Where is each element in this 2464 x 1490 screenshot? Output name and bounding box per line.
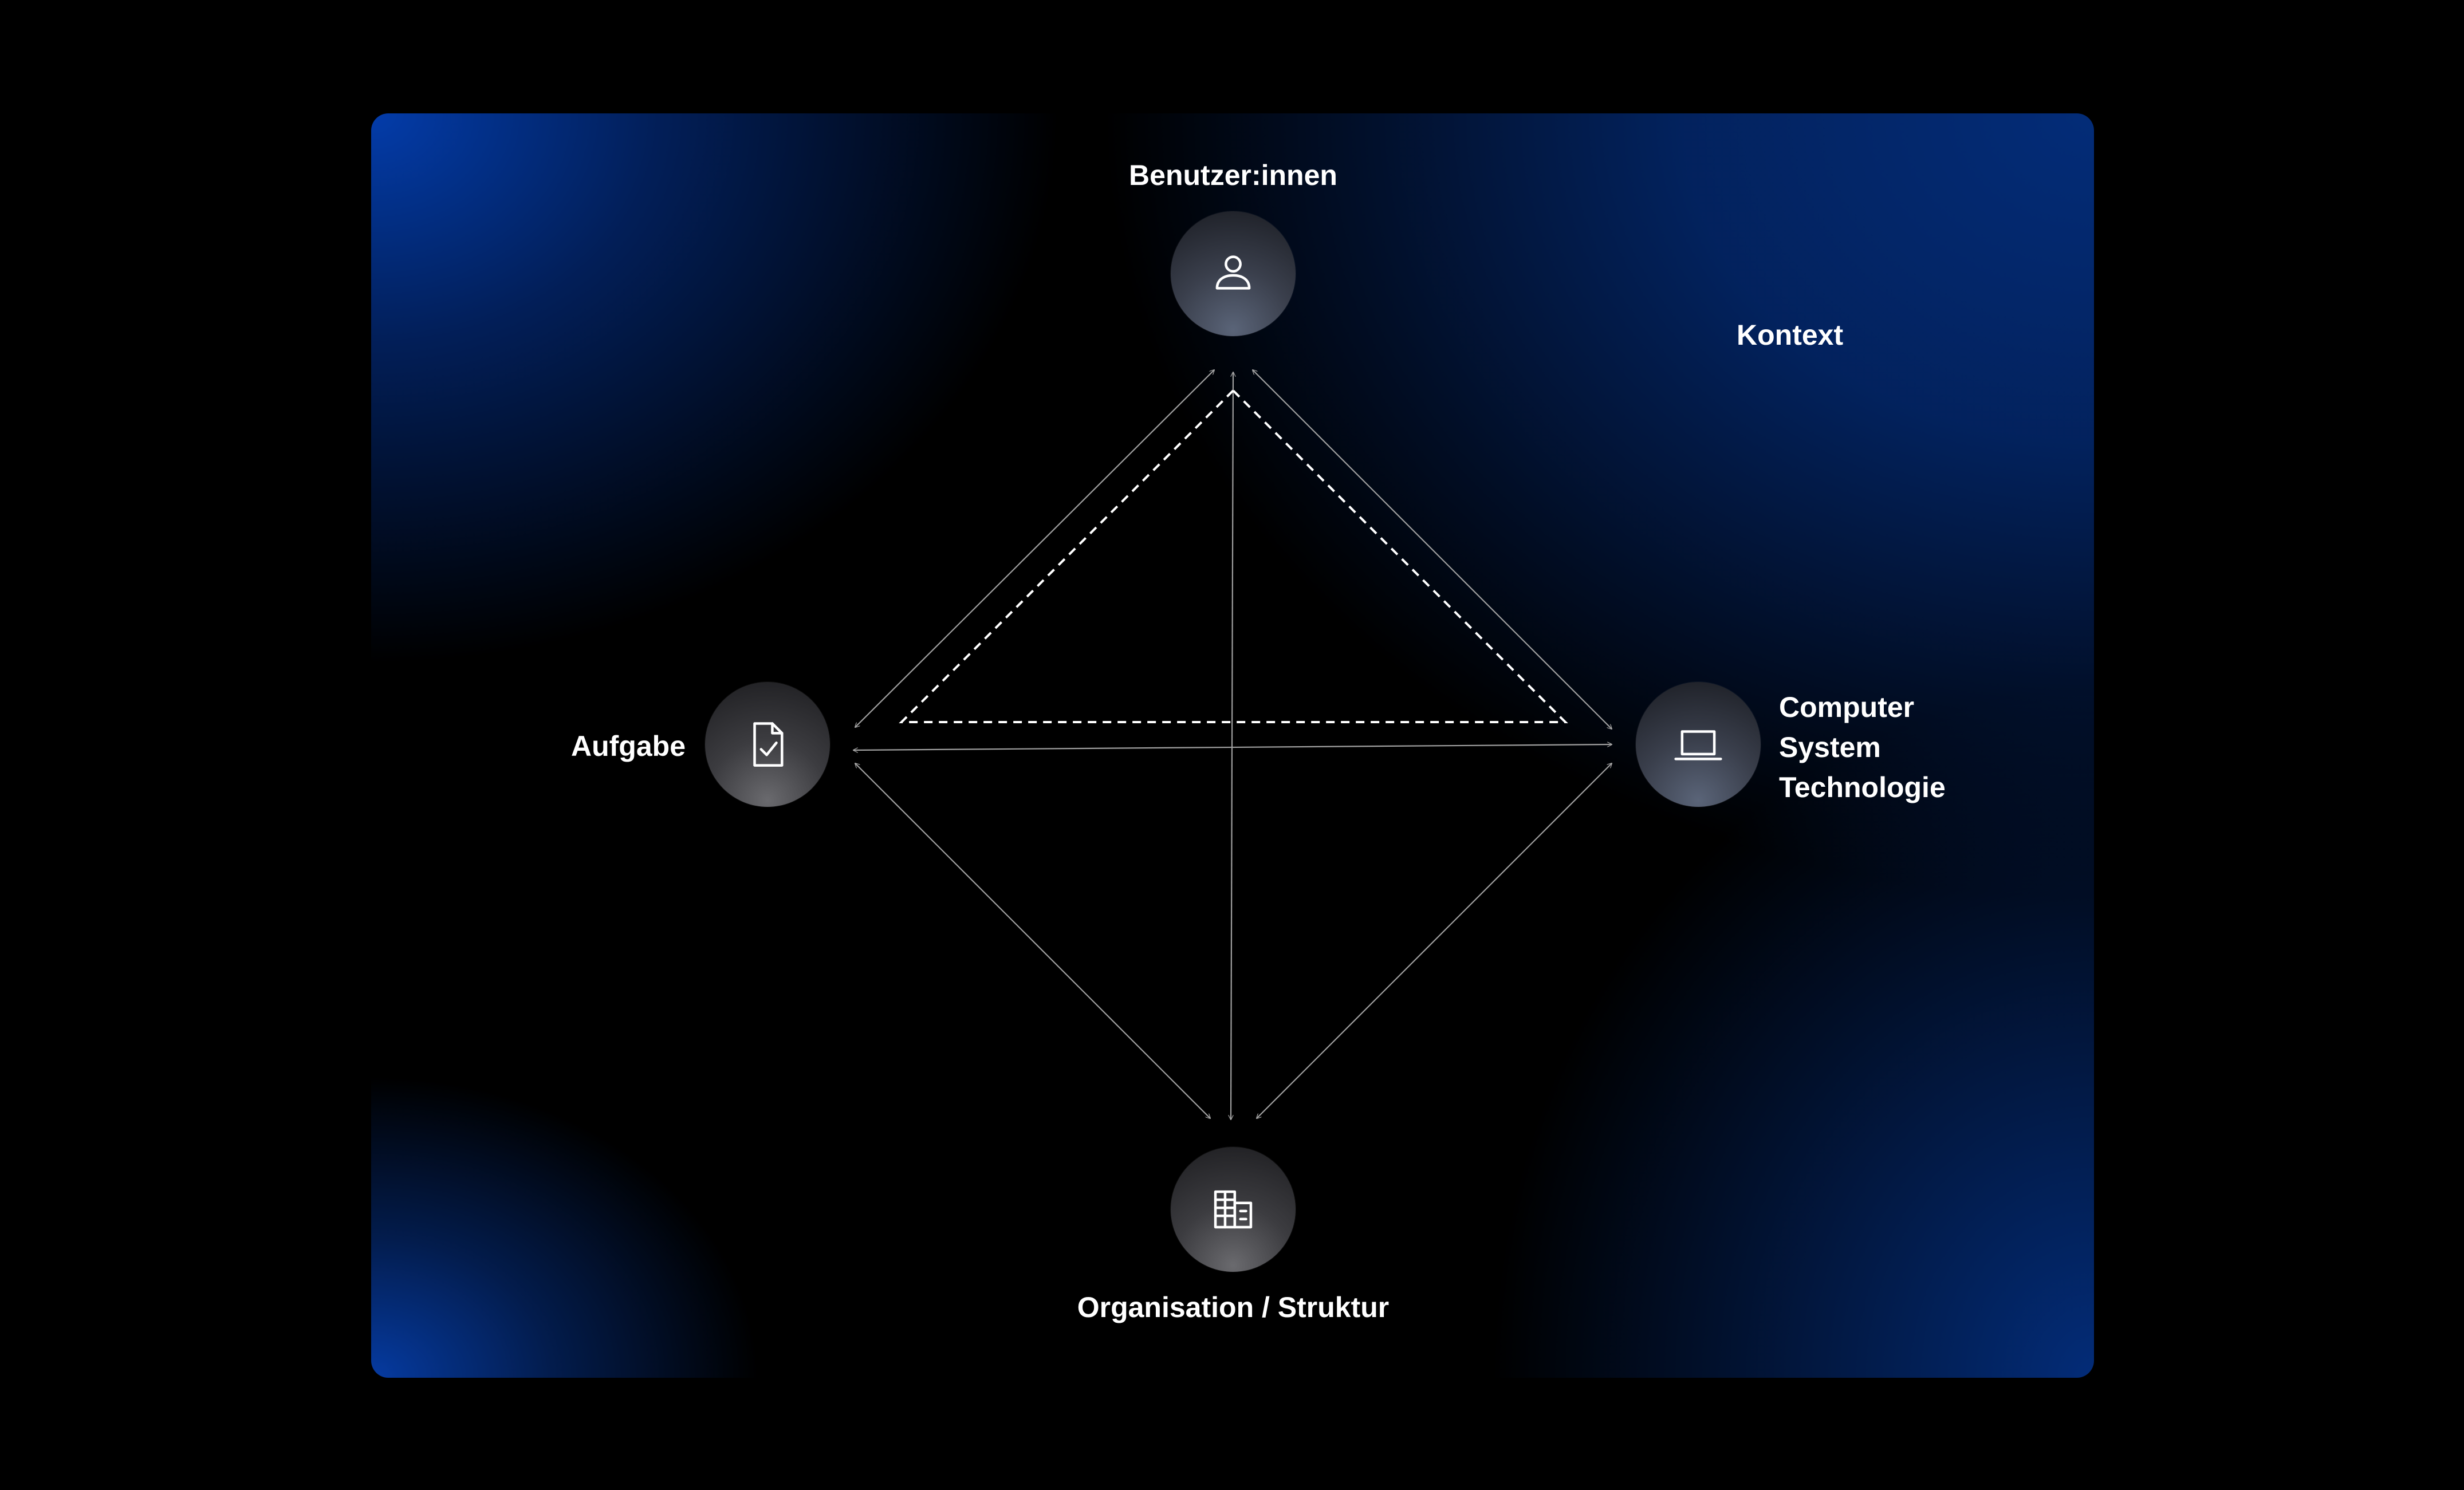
label-technology-line-1: Computer bbox=[1779, 691, 1915, 723]
node-technology bbox=[1636, 682, 1761, 807]
arrow-top-bottom bbox=[1231, 372, 1233, 1120]
label-technology-line-3: Technologie bbox=[1779, 771, 1946, 803]
laptop-icon bbox=[1674, 730, 1722, 760]
label-task: Aufgabe bbox=[571, 730, 686, 762]
arrow-left-bottom bbox=[855, 763, 1210, 1118]
document-check-icon bbox=[753, 722, 784, 767]
label-users: Benutzer:innen bbox=[1129, 159, 1337, 191]
user-icon bbox=[1215, 255, 1251, 290]
node-task bbox=[705, 682, 830, 807]
building-icon bbox=[1214, 1190, 1253, 1229]
arrow-left-right bbox=[853, 744, 1612, 750]
label-technology: Computer System Technologie bbox=[1779, 687, 1946, 807]
arrow-top-right bbox=[1253, 370, 1612, 729]
label-organisation: Organisation / Struktur bbox=[1077, 1291, 1390, 1323]
arrow-top-left bbox=[855, 370, 1214, 727]
arrow-right-bottom bbox=[1257, 763, 1612, 1118]
label-technology-line-2: System bbox=[1779, 731, 1881, 763]
node-organisation bbox=[1171, 1147, 1296, 1272]
label-context: Kontext bbox=[1737, 319, 1844, 351]
node-users bbox=[1171, 211, 1296, 336]
